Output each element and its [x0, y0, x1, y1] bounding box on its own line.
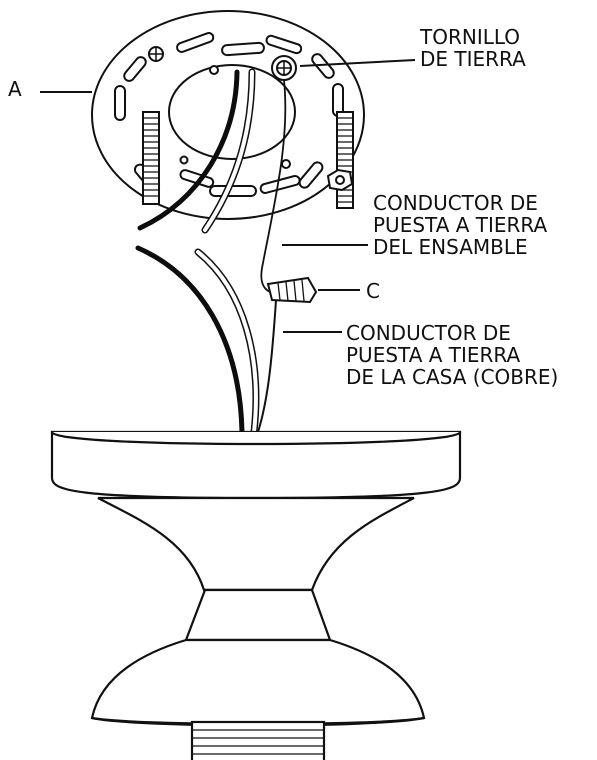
label-a: A: [8, 78, 22, 100]
wires: [135, 68, 287, 436]
label-c-text: C: [366, 279, 380, 303]
wire-nut: [266, 276, 318, 304]
assembly-ground-wire: [260, 79, 287, 293]
label-ground-screw-line-1: TORNILLO: [420, 25, 521, 49]
label-assembly-ground-line-3: DEL ENSAMBLE: [373, 235, 528, 259]
ground-screw: [271, 55, 297, 81]
label-assembly-ground-line-1: CONDUCTOR DE: [373, 191, 538, 215]
threaded-rod-left: [142, 111, 160, 205]
label-house-ground-line-1: CONDUCTOR DE: [346, 321, 511, 345]
leader-lines: [40, 59, 416, 333]
label-assembly-ground: CONDUCTOR DE PUESTA A TIERRA DEL ENSAMBL…: [373, 192, 547, 258]
label-assembly-ground-line-2: PUESTA A TIERRA: [373, 213, 548, 237]
fan-canopy: [50, 430, 462, 760]
black-wire-upper: [137, 69, 240, 231]
label-ground-screw: TORNILLO DE TIERRA: [420, 26, 526, 70]
label-a-text: A: [8, 77, 22, 101]
house-ground-wire: [257, 299, 277, 433]
label-ground-screw-line-2: DE TIERRA: [420, 47, 526, 71]
leader-tornillo: [299, 59, 416, 67]
threaded-rod-right: [326, 111, 354, 209]
label-house-ground-line-3: DE LA CASA (COBRE): [346, 365, 559, 389]
label-house-ground: CONDUCTOR DE PUESTA A TIERRA DE LA CASA …: [346, 322, 558, 388]
label-c: C: [366, 280, 380, 302]
black-wire-lower: [135, 245, 245, 435]
label-house-ground-line-2: PUESTA A TIERRA: [346, 343, 521, 367]
